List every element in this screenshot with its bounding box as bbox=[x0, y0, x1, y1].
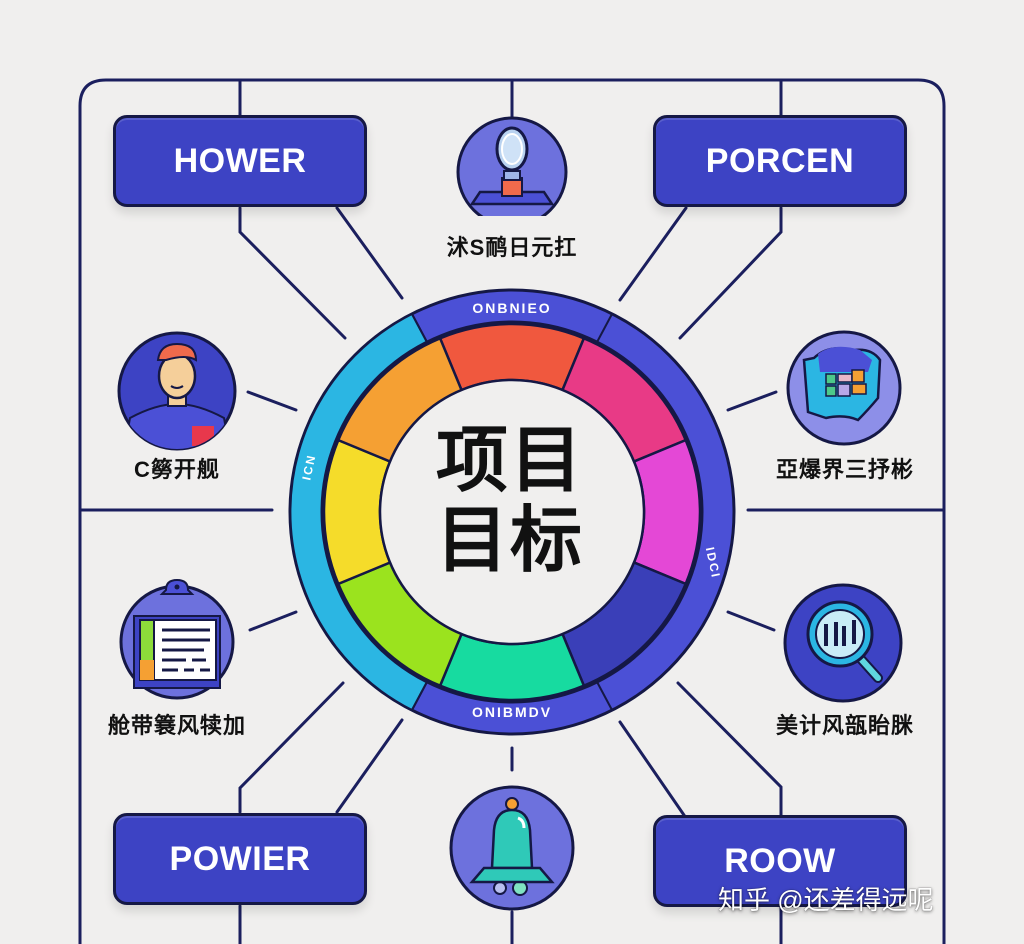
caption-left-lower: 舱带簔风犊加 bbox=[107, 713, 246, 738]
caption-left-upper: C簩开舰 bbox=[134, 457, 220, 482]
person-avatar-icon bbox=[117, 331, 237, 451]
box-bottom-right-label: ROOW bbox=[724, 841, 836, 880]
magnifier-chart-icon bbox=[783, 583, 903, 703]
magnifier-person-icon bbox=[456, 116, 568, 216]
caption-right-upper: 亞爆界三抒彬 bbox=[775, 457, 914, 482]
ring-label-top: ONBNIEO bbox=[472, 300, 552, 316]
box-top-left-label: HOWER bbox=[173, 141, 307, 180]
bell-icon bbox=[449, 785, 575, 911]
box-top-right[interactable]: PORCEN bbox=[653, 115, 907, 207]
watermark: 知乎 @还差得远呢 bbox=[718, 885, 934, 915]
map-blocks-icon bbox=[786, 330, 902, 446]
ring-label-bottom: ONIBMDV bbox=[471, 704, 553, 720]
center-title-line2: 目标 bbox=[435, 498, 584, 582]
box-bottom-left-label: POWIER bbox=[169, 839, 311, 878]
box-bottom-left[interactable]: POWIER bbox=[113, 813, 367, 905]
center-title: 项目 目标 bbox=[410, 420, 610, 580]
box-bottom-right[interactable]: ROOW bbox=[653, 815, 907, 907]
caption-top: 沭S鸸日元扛 bbox=[446, 235, 578, 260]
box-top-right-label: PORCEN bbox=[705, 141, 855, 180]
clipboard-document-icon bbox=[119, 578, 235, 700]
center-title-line1: 项目 bbox=[435, 418, 584, 502]
caption-right-lower: 美计风瓿眙脒 bbox=[775, 713, 914, 738]
box-top-left[interactable]: HOWER bbox=[113, 115, 367, 207]
